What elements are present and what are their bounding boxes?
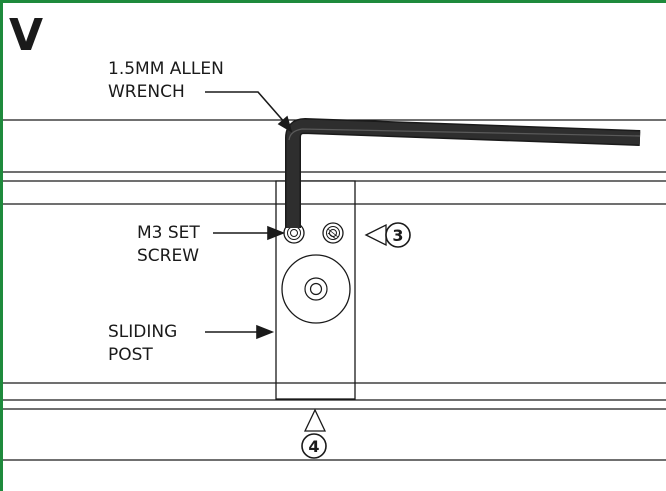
bearing-icon	[281, 254, 351, 324]
wrench-label-line2: WRENCH	[108, 82, 185, 102]
post-label-line2: POST	[108, 345, 153, 365]
wrench-label-line1: 1.5MM ALLEN	[108, 59, 224, 79]
callout-number-3: 3	[392, 226, 403, 245]
callout-four: 4	[301, 408, 327, 459]
post-label-line1: SLIDING	[108, 322, 178, 342]
callout-arrow-icon	[256, 324, 275, 340]
callout-arrow-icon	[267, 225, 286, 241]
step-letter: V	[9, 10, 44, 61]
leader-arrows	[205, 91, 293, 340]
callout-number-4: 4	[308, 437, 319, 456]
setscrew-label-line1: M3 SET	[137, 223, 200, 243]
callout-arrow-icon	[277, 115, 293, 133]
set-screw-icon	[322, 222, 344, 244]
setscrew-label-line2: SCREW	[137, 246, 200, 266]
callout-three: 3	[364, 222, 411, 248]
allen-wrench-icon	[285, 118, 641, 228]
